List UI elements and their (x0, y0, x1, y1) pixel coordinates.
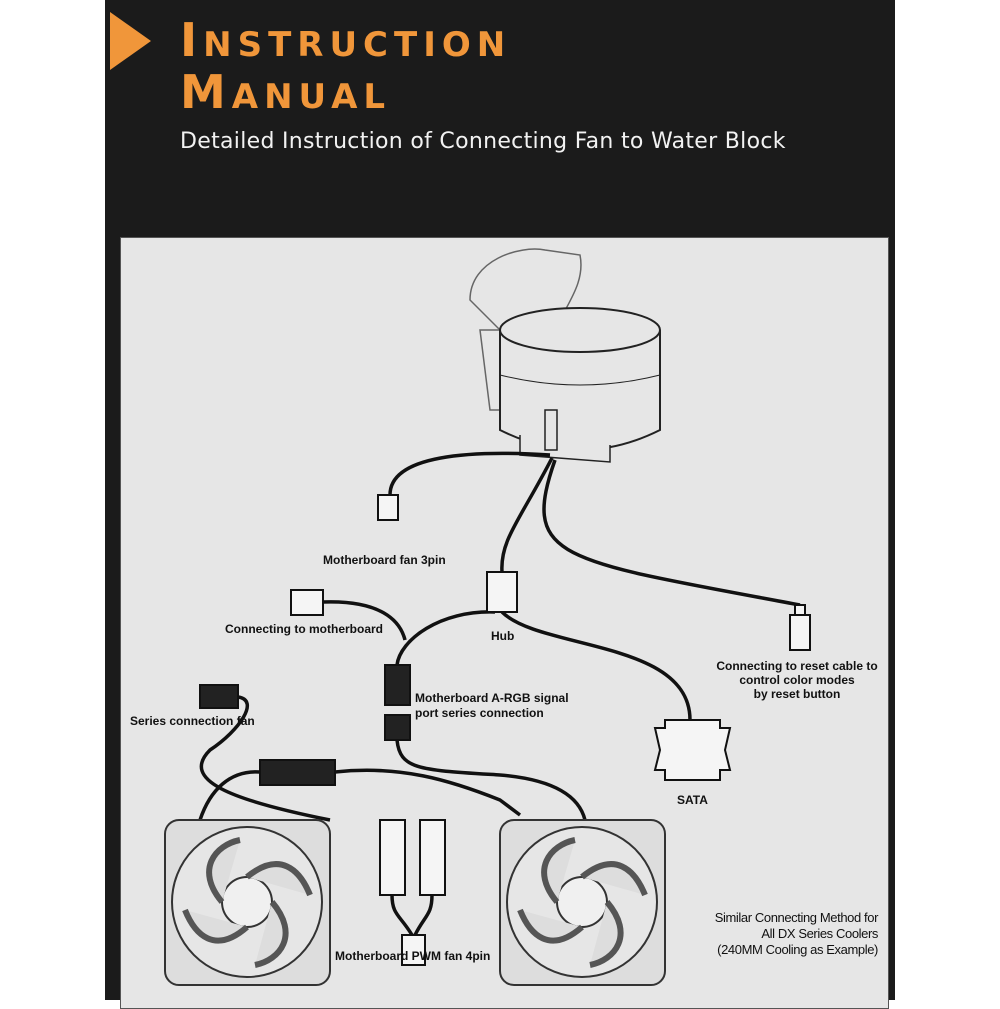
argb-connector-top (384, 664, 411, 706)
fan-right (499, 819, 666, 986)
pwm-connector-bottom (401, 934, 426, 966)
cables (198, 451, 801, 936)
reset-connector (789, 614, 811, 651)
title-line-2: MANUAL (180, 65, 392, 119)
note-line-2: All DX Series Coolers (761, 926, 878, 941)
title-line-1: INSTRUCTION (180, 13, 512, 67)
fan-3pin-connector (377, 494, 399, 521)
label-hub: Hub (491, 629, 515, 643)
series-fan-connector (199, 684, 239, 709)
label-pwm: Motherboard PWM fan 4pin (335, 949, 491, 963)
note: Similar Connecting Method for All DX Ser… (714, 910, 879, 958)
argb-connector-bottom (384, 714, 411, 741)
hub-connector (486, 571, 518, 613)
sata-connector (653, 719, 732, 781)
label-reset-3: by reset button (753, 687, 841, 701)
pwm-connector-left (379, 819, 406, 896)
label-connect-motherboard: Connecting to motherboard (225, 622, 383, 636)
subtitle: Detailed Instruction of Connecting Fan t… (180, 129, 786, 154)
motherboard-connector (290, 589, 324, 616)
play-arrow-icon (110, 12, 151, 70)
fan-left (164, 819, 331, 986)
water-block-pump (499, 307, 661, 463)
label-series-fan: Series connection fan (130, 714, 255, 728)
label-argb-2: port series connection (415, 706, 544, 720)
label-reset-1: Connecting to reset cable to (716, 659, 878, 673)
label-sata: SATA (677, 793, 708, 807)
note-line-3: (240MM Cooling as Example) (717, 942, 878, 957)
label-reset-2: control color modes (739, 673, 855, 687)
series-middle-connector (259, 759, 336, 786)
label-argb-1: Motherboard A-RGB signal (415, 691, 569, 705)
pwm-connector-right (419, 819, 446, 896)
label-fan-3pin: Motherboard fan 3pin (323, 553, 446, 567)
note-line-1: Similar Connecting Method for (714, 910, 879, 925)
